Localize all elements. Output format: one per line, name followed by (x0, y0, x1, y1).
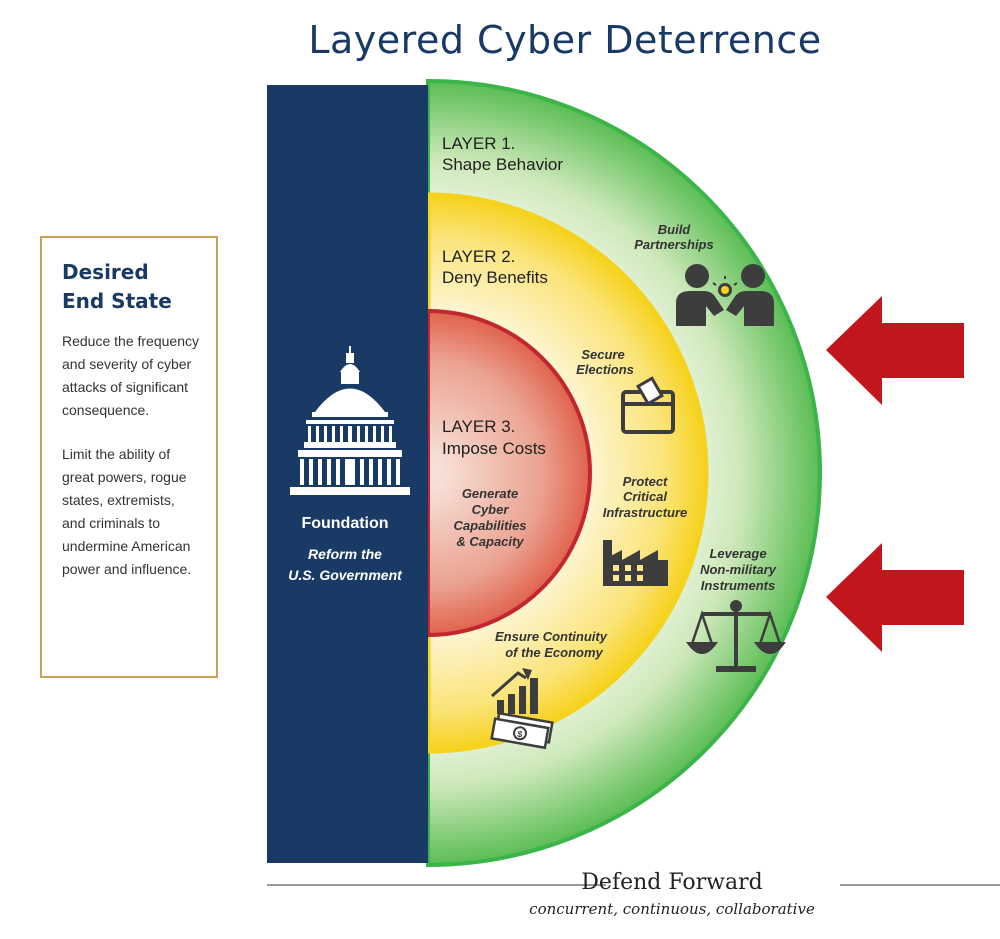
build-partnerships-line2: Partnerships (634, 237, 713, 252)
foundation-label: Foundation (301, 515, 388, 532)
leverage-instruments-line2: Non-military (700, 562, 777, 577)
end-state-heading-line2: End State (62, 289, 172, 313)
end-state-heading-line1: Desired (62, 260, 149, 284)
leverage-instruments-line3: Instruments (701, 578, 775, 593)
foundation-sub-line2: U.S. Government (288, 567, 403, 583)
layer3-core (426, 308, 592, 638)
protect-infrastructure-line2: Critical (623, 489, 667, 504)
layer1-name: Shape Behavior (442, 155, 563, 174)
incoming-arrow-lower (826, 543, 964, 652)
layer2-name: Deny Benefits (442, 268, 548, 287)
generate-cyber-line2: Cyber (472, 502, 510, 517)
end-state-paragraph-1: Reduce the frequency and severity of cyb… (62, 333, 199, 418)
incoming-arrow-upper (826, 296, 964, 405)
partnership-icon (676, 264, 774, 326)
ballot-box-icon (621, 376, 675, 434)
page-title: Layered Cyber Deterrence (308, 18, 822, 62)
secure-elections-line2: Elections (576, 362, 634, 377)
ensure-continuity-line2: of the Economy (505, 645, 603, 660)
desired-end-state-box: Desired End State Reduce the frequency a… (40, 236, 218, 678)
capitol-icon (290, 346, 410, 495)
end-state-paragraph-2: Limit the ability of great powers, rogue… (62, 446, 192, 577)
factory-icon (603, 540, 668, 586)
foundation-sub-line1: Reform the (308, 546, 382, 562)
svg-text:$: $ (517, 729, 524, 740)
layer3-name: Impose Costs (442, 439, 546, 458)
ensure-continuity-line1: Ensure Continuity (495, 629, 608, 644)
scales-icon (685, 600, 787, 672)
generate-cyber-line3: Capabilities (454, 518, 527, 533)
layer2-number: LAYER 2. (442, 247, 515, 266)
secure-elections-line1: Secure (581, 347, 624, 362)
defend-forward-title: Defend Forward (581, 870, 763, 895)
economy-growth-icon: $ (490, 668, 554, 750)
build-partnerships-line1: Build (658, 222, 692, 237)
defend-forward-subtitle: concurrent, continuous, collaborative (529, 900, 815, 918)
layer1-number: LAYER 1. (442, 134, 515, 153)
protect-infrastructure-line1: Protect (623, 474, 668, 489)
leverage-instruments-line1: Leverage (709, 546, 766, 561)
layer3-number: LAYER 3. (442, 417, 515, 436)
protect-infrastructure-line3: Infrastructure (603, 505, 688, 520)
generate-cyber-line4: & Capacity (456, 534, 524, 549)
generate-cyber-line1: Generate (462, 486, 518, 501)
end-state-heading: Desired End State (62, 258, 216, 316)
